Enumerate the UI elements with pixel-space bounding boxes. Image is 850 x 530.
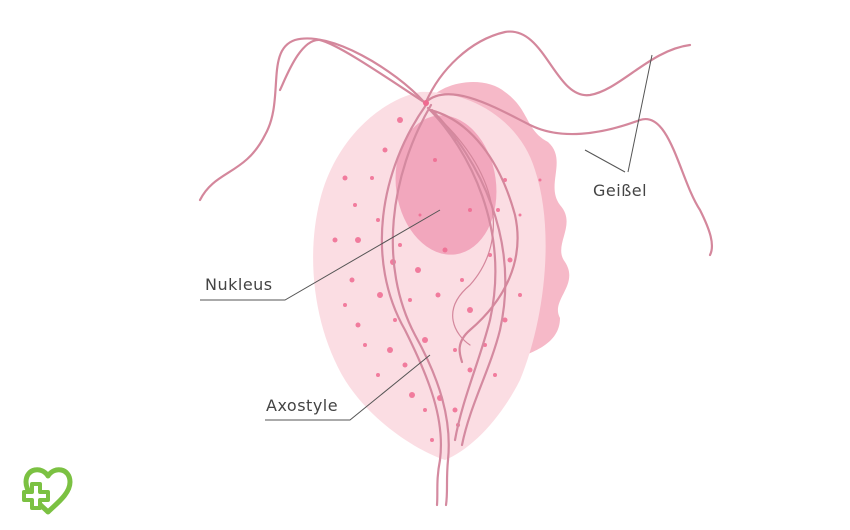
granule bbox=[502, 317, 508, 323]
recurrent-flagellum bbox=[428, 108, 519, 364]
granule bbox=[370, 176, 374, 180]
nucleus-label: Nukleus bbox=[205, 275, 273, 294]
granule bbox=[422, 337, 428, 343]
granule bbox=[376, 218, 380, 222]
flagella bbox=[198, 30, 714, 257]
granule bbox=[353, 203, 357, 207]
granule bbox=[355, 322, 361, 328]
granule bbox=[393, 318, 397, 322]
heart-cross-logo-icon bbox=[22, 467, 73, 515]
granule bbox=[363, 343, 367, 347]
granule bbox=[382, 147, 388, 153]
granule bbox=[538, 178, 542, 182]
granule bbox=[349, 277, 355, 283]
granule bbox=[355, 237, 361, 243]
granule bbox=[518, 213, 522, 217]
granule bbox=[343, 303, 347, 307]
granule bbox=[409, 392, 415, 398]
granule bbox=[402, 362, 408, 368]
granule bbox=[342, 175, 348, 181]
granule bbox=[408, 298, 412, 302]
granule bbox=[398, 243, 402, 247]
granule bbox=[496, 208, 500, 212]
granule bbox=[493, 373, 497, 377]
granule bbox=[452, 407, 458, 413]
basal-body bbox=[423, 100, 429, 106]
granule bbox=[518, 293, 522, 297]
leader-lines bbox=[200, 54, 653, 421]
granule bbox=[376, 373, 380, 377]
granule bbox=[467, 367, 473, 373]
nucleus bbox=[395, 115, 497, 255]
granule bbox=[423, 408, 427, 412]
flagella-leader-line-1 bbox=[584, 149, 626, 173]
granule bbox=[453, 348, 457, 352]
granule bbox=[435, 292, 441, 298]
axostyle-label: Axostyle bbox=[266, 396, 338, 415]
nucleus-leader-line bbox=[200, 209, 441, 301]
granule bbox=[387, 347, 393, 353]
axostyle-leader-line bbox=[265, 354, 431, 421]
granule bbox=[467, 307, 473, 313]
granule bbox=[433, 158, 437, 162]
flagella-leader-line-2 bbox=[627, 54, 653, 173]
granule bbox=[507, 257, 513, 263]
granule bbox=[397, 117, 403, 123]
granule bbox=[418, 213, 422, 217]
granule bbox=[460, 278, 464, 282]
axostyle bbox=[380, 103, 507, 507]
granule bbox=[468, 208, 472, 212]
inner-fiber bbox=[429, 109, 494, 346]
granule bbox=[377, 292, 383, 298]
granule bbox=[415, 267, 421, 273]
granule bbox=[442, 247, 448, 253]
granule bbox=[332, 237, 338, 243]
flagella-label: Geißel bbox=[593, 181, 647, 200]
granule bbox=[430, 438, 434, 442]
